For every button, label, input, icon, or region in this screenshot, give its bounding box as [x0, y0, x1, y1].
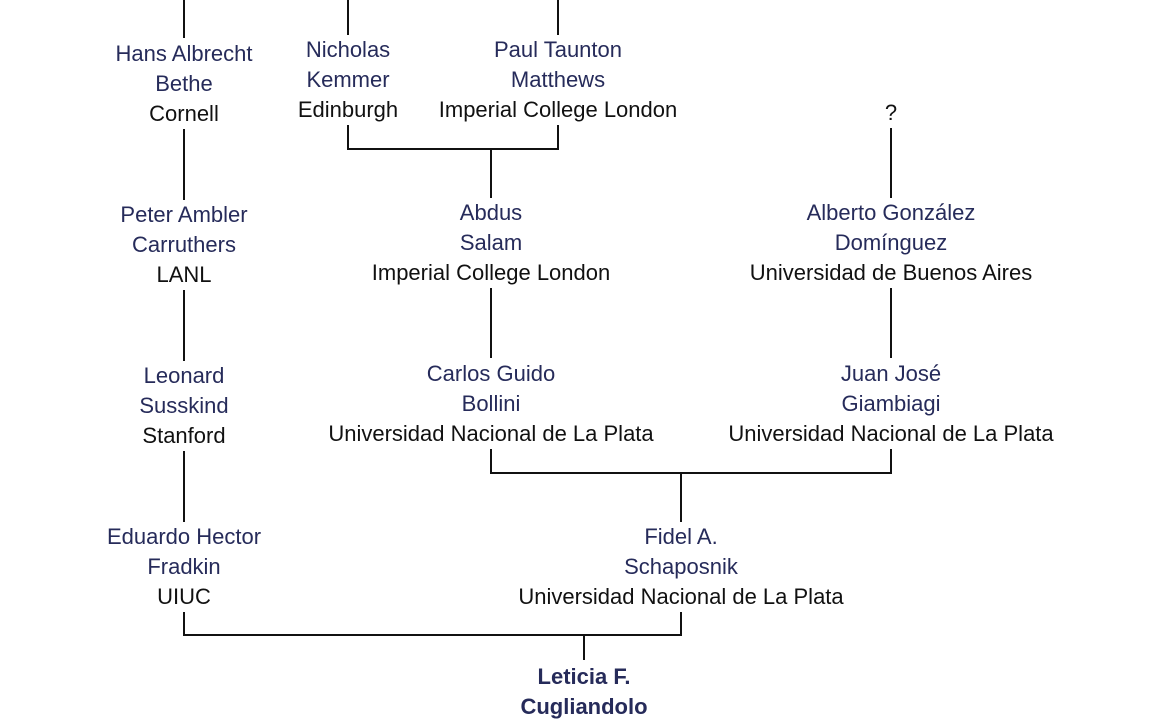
- advisor-node-schaposnik[interactable]: Fidel A. Schaposnik Universidad Nacional…: [514, 522, 848, 612]
- advisor-institution: Universidad de Buenos Aires: [749, 260, 1033, 285]
- advisor-node-susskind[interactable]: Leonard Susskind Stanford: [135, 361, 233, 451]
- advisor-name[interactable]: Domínguez: [834, 230, 948, 255]
- advisor-name[interactable]: Eduardo Hector: [106, 524, 262, 549]
- advisor-name[interactable]: Giambiagi: [841, 391, 941, 416]
- unknown-advisor-marker: ?: [880, 98, 902, 128]
- advisor-node-bollini[interactable]: Carlos Guido Bollini Universidad Naciona…: [324, 359, 658, 449]
- advisor-node-matthews[interactable]: Paul Taunton Matthews Imperial College L…: [434, 35, 682, 125]
- advisor-name[interactable]: Fradkin: [147, 554, 221, 579]
- advisor-institution: Imperial College London: [371, 260, 611, 285]
- root-name: Cugliandolo: [520, 694, 648, 719]
- advisor-institution: Cornell: [149, 101, 219, 126]
- advisor-institution: Stanford: [142, 423, 226, 448]
- advisor-institution: Universidad Nacional de La Plata: [328, 421, 654, 446]
- advisor-name[interactable]: Leonard: [143, 363, 225, 388]
- advisor-name[interactable]: Juan José: [840, 361, 942, 386]
- advisor-name[interactable]: Bethe: [155, 71, 213, 96]
- advisor-name[interactable]: Matthews: [510, 67, 606, 92]
- root-node-cugliandolo: Leticia F. Cugliandolo: [516, 662, 652, 722]
- advisor-name[interactable]: Susskind: [139, 393, 229, 418]
- advisor-name[interactable]: Peter Ambler: [120, 202, 248, 227]
- advisor-name[interactable]: Carlos Guido: [426, 361, 556, 386]
- advisor-institution: UIUC: [157, 584, 211, 609]
- advisor-institution: Universidad Nacional de La Plata: [728, 421, 1054, 446]
- advisor-name[interactable]: Schaposnik: [624, 554, 738, 579]
- advisor-node-carruthers[interactable]: Peter Ambler Carruthers LANL: [116, 200, 252, 290]
- advisor-name[interactable]: Carruthers: [132, 232, 236, 257]
- advisor-name[interactable]: Kemmer: [306, 67, 390, 92]
- advisor-node-giambiagi[interactable]: Juan José Giambiagi Universidad Nacional…: [724, 359, 1058, 449]
- advisor-node-salam[interactable]: Abdus Salam Imperial College London: [367, 198, 615, 288]
- advisor-name[interactable]: Bollini: [461, 391, 521, 416]
- advisor-node-kemmer[interactable]: Nicholas Kemmer Edinburgh: [293, 35, 403, 125]
- advisor-node-gonzalez[interactable]: Alberto González Domínguez Universidad d…: [745, 198, 1037, 288]
- advisor-name[interactable]: Abdus: [459, 200, 523, 225]
- advisor-node-bethe[interactable]: Hans Albrecht Bethe Cornell: [111, 39, 257, 129]
- advisor-name[interactable]: Paul Taunton: [493, 37, 623, 62]
- advisor-name[interactable]: Alberto González: [806, 200, 976, 225]
- advisor-institution: Imperial College London: [438, 97, 678, 122]
- advisor-node-fradkin[interactable]: Eduardo Hector Fradkin UIUC: [102, 522, 266, 612]
- advisor-institution: Edinburgh: [297, 97, 399, 122]
- advisor-name[interactable]: Fidel A.: [644, 524, 718, 549]
- advisor-institution: Universidad Nacional de La Plata: [518, 584, 844, 609]
- advisor-name[interactable]: Hans Albrecht: [115, 41, 253, 66]
- root-name: Leticia F.: [537, 664, 631, 689]
- advisor-name[interactable]: Nicholas: [305, 37, 391, 62]
- advisor-name[interactable]: Salam: [459, 230, 523, 255]
- advisor-institution: LANL: [156, 262, 212, 287]
